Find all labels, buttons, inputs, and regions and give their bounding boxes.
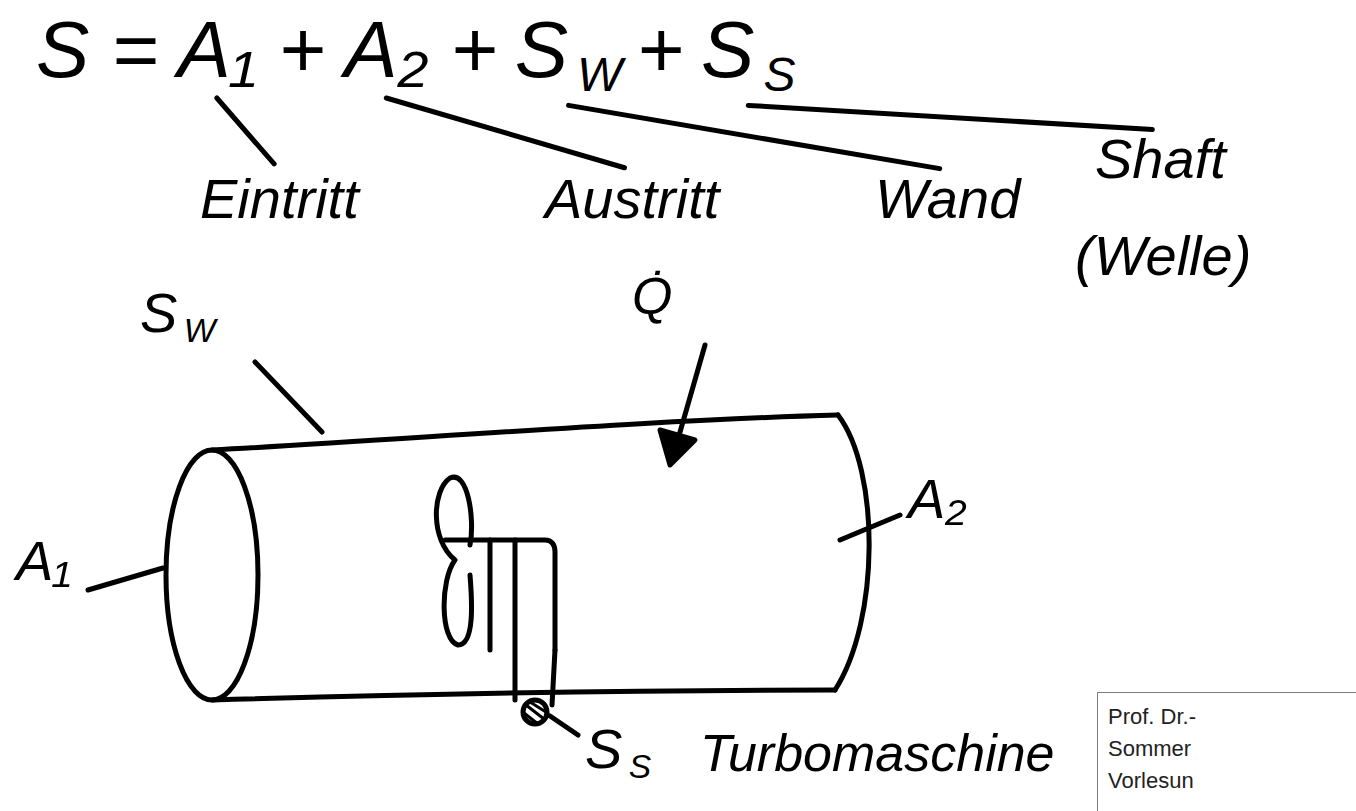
bottom-wall — [212, 690, 835, 700]
leader-line — [88, 568, 163, 590]
handwritten-label: A₂ — [908, 468, 967, 530]
subscript: W — [577, 48, 622, 101]
turbine-rotor — [445, 540, 555, 650]
formula-term: S — [140, 281, 177, 344]
handwritten-label: Eintritt — [200, 168, 359, 230]
leader-line — [840, 515, 900, 540]
shaft-hatch — [524, 702, 546, 724]
handwritten-label: (Welle) — [1075, 225, 1251, 287]
handwritten-label: Turbomaschine — [700, 725, 1055, 782]
subscript: S — [629, 748, 651, 785]
subscript: W — [184, 312, 216, 349]
formula-group: SS — [585, 718, 661, 786]
handwritten-label: Shaft — [1095, 128, 1226, 190]
formula-group: SW — [140, 282, 225, 350]
outlet-arc — [835, 415, 869, 690]
handwritten-label: Wand — [875, 168, 1020, 230]
leader-line — [255, 362, 322, 432]
turbine-shaft — [490, 540, 555, 705]
slide-footer-box: Prof. Dr.- Sommer Vorlesun — [1097, 692, 1356, 811]
turbine-blade — [436, 477, 471, 645]
shaft-end — [523, 700, 547, 724]
formula-group: S = A₁ + A₂ +SW+SS — [36, 6, 810, 102]
heat-arrowhead — [660, 430, 695, 465]
formula-term: S = A₁ + A₂ + — [36, 5, 497, 94]
top-wall — [212, 415, 838, 450]
leader-line — [217, 98, 274, 164]
formula-term: + — [637, 5, 684, 94]
leader-line — [550, 716, 578, 735]
subscript: S — [763, 48, 795, 101]
formula-term: S — [585, 717, 622, 780]
leader-line — [748, 105, 1152, 129]
handwritten-label: Austritt — [545, 168, 719, 230]
formula-term: S — [701, 5, 754, 94]
footer-text: Prof. Dr.- Sommer Vorlesun — [1098, 693, 1278, 805]
handwritten-label: Q̇ — [632, 268, 672, 325]
formula-term: S — [515, 5, 568, 94]
handwritten-label: A₁ — [16, 530, 71, 592]
inlet-ellipse — [166, 450, 258, 700]
